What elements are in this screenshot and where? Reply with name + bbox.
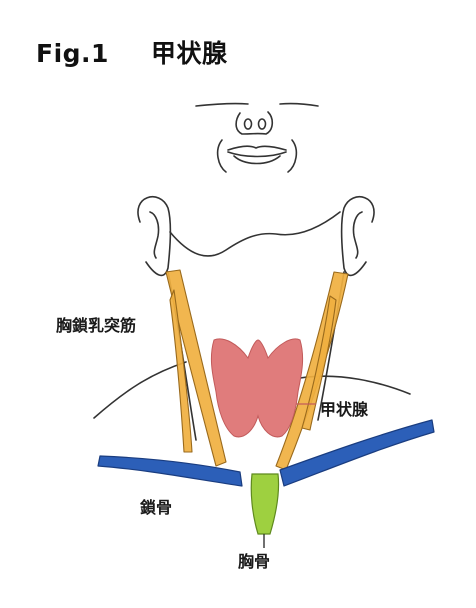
chin-right (288, 140, 296, 172)
mouth-line (228, 152, 286, 157)
left-ear (138, 197, 170, 276)
scm-label: 胸鎖乳突筋 (56, 312, 136, 336)
sternum-bone (251, 474, 278, 534)
left-ear-inner (150, 212, 159, 258)
thyroid-label: 甲状腺 (320, 396, 368, 420)
sternum-label: 胸骨 (238, 548, 270, 572)
right-ear-inner (353, 212, 362, 258)
left-shoulder (94, 362, 186, 418)
right-clavicle (280, 420, 434, 486)
clavicle-label: 鎖骨 (140, 494, 172, 518)
upper-lip (228, 146, 286, 150)
left-nostril (245, 119, 252, 129)
chin-left (218, 140, 226, 172)
nose-base (236, 112, 272, 134)
right-nostril (259, 119, 266, 129)
jawline (170, 212, 340, 256)
right-ear (342, 197, 374, 276)
thyroid-gland (211, 339, 302, 437)
nose-outline (196, 104, 318, 106)
